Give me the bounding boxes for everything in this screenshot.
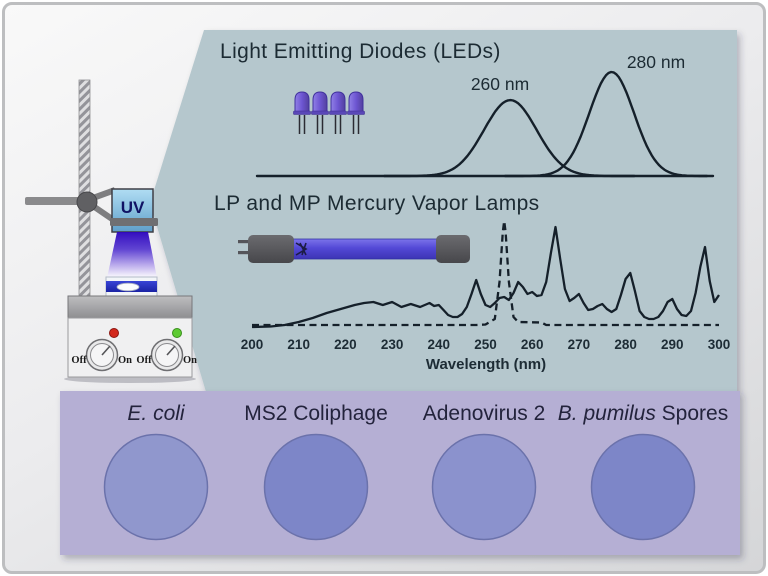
led-peak-label-260: 260 nm (471, 74, 529, 94)
mercury-section-title: LP and MP Mercury Vapor Lamps (214, 192, 540, 215)
mercury-lamp-illustration (238, 235, 470, 263)
organism-label: MS2 Coliphage (244, 402, 388, 425)
knob1-off-label: Off (71, 355, 87, 366)
led-icon (347, 91, 365, 134)
led-flange (329, 110, 347, 115)
lp-lamp-curve (252, 219, 719, 327)
sample-dish (105, 276, 158, 297)
tick-label-230: 230 (381, 337, 404, 352)
organism-label-plain: MS2 Coliphage (244, 402, 388, 425)
indicator-light-red (109, 328, 119, 338)
stand-pole (78, 79, 91, 299)
led-icon (311, 91, 329, 134)
stir-knob-pointer (101, 345, 111, 356)
led-bulb (330, 91, 346, 113)
tick-label-250: 250 (474, 337, 497, 352)
uv-lamp-label: UV (121, 198, 145, 217)
led-peak-label-280: 280 nm (627, 52, 685, 72)
organism-label-plain: Spores (656, 402, 728, 425)
tick-label-290: 290 (661, 337, 684, 352)
clamp-bar (25, 197, 82, 205)
stir-knob[interactable] (85, 338, 119, 372)
lamp-prong-top (238, 240, 252, 244)
lamp-cap-left (248, 235, 294, 263)
tick-label-260: 260 (521, 337, 544, 352)
organism-circle (431, 433, 537, 541)
led-bulb (312, 91, 328, 113)
tick-label-280: 280 (614, 337, 637, 352)
lamp-electrode (295, 242, 308, 256)
tick-label-270: 270 (568, 337, 591, 352)
led-bulb (348, 91, 364, 113)
led-flange (293, 110, 311, 115)
led-emission-curve (383, 98, 635, 178)
indicator-light-green (172, 328, 182, 338)
wavelength-axis-label: Wavelength (nm) (426, 356, 546, 373)
led-section-title: Light Emitting Diodes (LEDs) (220, 40, 501, 63)
tick-label-220: 220 (334, 337, 357, 352)
organism-label-plain: Adenovirus 2 (423, 402, 546, 425)
lamp-cap-right (436, 235, 470, 263)
clamp-front-bar (110, 218, 158, 226)
mp-lamp-curve (251, 225, 720, 329)
organism-label: E. coli (127, 402, 186, 425)
uv-apparatus: UV (25, 79, 197, 383)
led-flange (347, 110, 365, 115)
tick-label-200: 200 (241, 337, 264, 352)
stir-bar (116, 282, 140, 292)
heat-knob-pointer (166, 345, 176, 356)
stir-plate: Off On Off On (64, 295, 197, 383)
spectra-panel (150, 30, 737, 392)
organism-circle (263, 433, 369, 541)
knob2-off-label: Off (136, 355, 152, 366)
organism-label: Adenovirus 2 (423, 402, 546, 425)
led-bulb (294, 91, 310, 113)
led-section: Light Emitting Diodes (LEDs) 260 nm 280 … (220, 40, 715, 178)
tick-label-240: 240 (428, 337, 451, 352)
lamp-prong-bottom (238, 251, 252, 255)
organism-circle (103, 433, 209, 541)
led-icon (329, 91, 347, 134)
heat-knob[interactable] (150, 338, 184, 372)
wavelength-axis-ticks: 200 210 220 230 240 250 260 270 280 290 300 (241, 337, 731, 352)
organism-labels: E. coli MS2 Coliphage Adenovirus 2 B. pumil… (127, 402, 728, 425)
tick-label-210: 210 (287, 337, 310, 352)
organism-label-italic: E. coli (127, 402, 186, 425)
knob1-on-label: On (118, 355, 132, 366)
led-emission-curve (504, 70, 708, 178)
uv-beam (107, 232, 157, 278)
tick-label-300: 300 (708, 337, 731, 352)
organism-circles (103, 433, 696, 541)
lamp-tube (267, 238, 449, 260)
organism-label: B. pumilus Spores (558, 402, 728, 425)
led-icon (293, 91, 311, 134)
knob2-on-label: On (183, 355, 197, 366)
organism-label-italic: B. pumilus (558, 402, 657, 425)
plate-top (67, 295, 193, 319)
led-flange (311, 110, 329, 115)
clamp-knob (76, 191, 98, 213)
led-icons (293, 91, 365, 134)
organism-circle (590, 433, 696, 541)
mercury-spectra-plot (251, 219, 720, 329)
led-spectra-plot (255, 70, 715, 178)
